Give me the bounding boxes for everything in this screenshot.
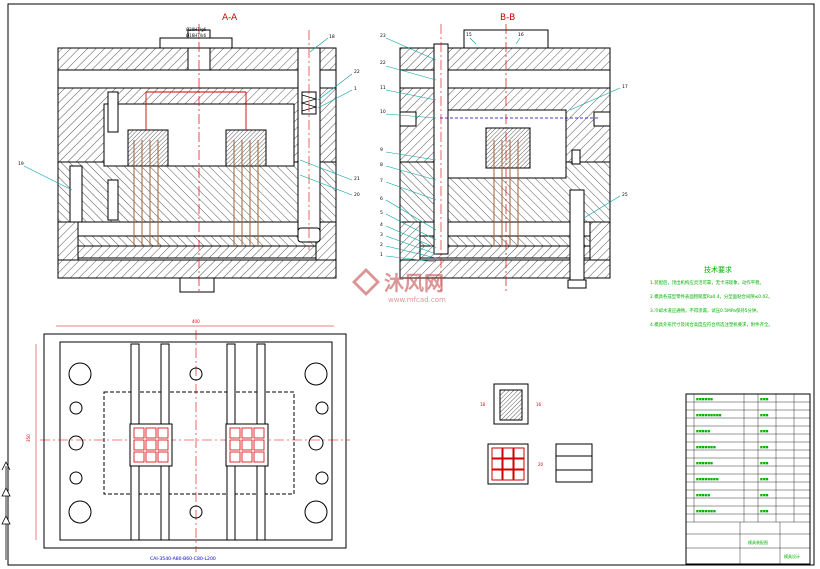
callout-b-1: 23 (380, 33, 386, 39)
callout-b-10: 7 (380, 178, 383, 184)
callout-b-17: 25 (622, 192, 628, 198)
plan-view: 400 350 CAI-3540-A80-B60-C80-L200 (26, 319, 350, 562)
svg-text:■■■: ■■■ (760, 509, 769, 513)
svg-text:■■■: ■■■ (760, 429, 769, 433)
callout-b-12: 5 (380, 210, 383, 216)
technical-requirements: 技术要求 1.装配后，顶出机构应灵活可靠，无卡滞现象，动作平稳。 2.模具各成型… (650, 265, 773, 328)
callout-b-7: 10 (380, 109, 386, 115)
svg-text:■■■■■■■■: ■■■■■■■■ (696, 477, 719, 481)
section-a-view: A-A (18, 13, 360, 293)
part-details: 18 16 20 (480, 383, 593, 485)
callout-a-3: 1 (354, 86, 357, 92)
callout-a-2: 22 (354, 69, 360, 75)
tech-title: 技术要求 (704, 265, 732, 274)
svg-text:■■■: ■■■ (760, 493, 769, 497)
title-block: ■■■■■■■■■ ■■■■■■■■■■■■ ■■■■■■■■ ■■■■■■■■… (685, 393, 811, 565)
part-dim-c: 20 (538, 462, 544, 467)
callout-b-11: 6 (380, 196, 383, 202)
svg-text:■■■■■■■: ■■■■■■■ (696, 445, 716, 449)
callout-b-5: 17 (622, 84, 628, 90)
callout-a-4: 19 (18, 161, 24, 167)
section-b-title: B-B (500, 13, 515, 23)
svg-text:■■■■■: ■■■■■ (696, 429, 710, 433)
svg-text:■■■■■■■: ■■■■■■■ (696, 509, 716, 513)
svg-text:■■■■■■: ■■■■■■ (696, 397, 713, 401)
callout-b-2: 22 (380, 60, 386, 66)
part-dim-a: 18 (480, 402, 486, 407)
callout-b-14: 3 (380, 232, 383, 238)
svg-text:■■■: ■■■ (760, 413, 769, 417)
callout-b-9: 8 (380, 162, 383, 168)
mold-base-label: CAI-3540-A80-B60-C80-L200 (150, 556, 216, 562)
callout-b-8: 9 (380, 147, 383, 153)
plan-width-dim: 400 (192, 319, 200, 324)
dim-top-2: Ø16H7/k6 (186, 33, 206, 38)
svg-text:■■■: ■■■ (760, 477, 769, 481)
svg-text:■■■■■■■■■: ■■■■■■■■■ (696, 413, 722, 417)
svg-text:■■■■■: ■■■■■ (696, 493, 710, 497)
dim-top-1: Ø20H7/g6 (186, 27, 207, 32)
tech-line-1: 1.装配后，顶出机构应灵活可靠，无卡滞现象，动作平稳。 (650, 279, 764, 286)
callout-b-6: 11 (380, 85, 386, 91)
title-block-company: 模具设计 (784, 553, 800, 559)
watermark-brand: 沐风网 (384, 271, 444, 295)
watermark-logo (352, 268, 380, 296)
tech-line-4: 4.模具外形尺寸及闭合高度应符合所选注塑机要求，附件齐全。 (650, 321, 773, 328)
svg-text:■■■: ■■■ (760, 397, 769, 401)
watermark: 沐风网 www.mfcad.com (352, 268, 446, 304)
watermark-url: www.mfcad.com (388, 296, 446, 304)
ucs-axis-icon (1, 461, 11, 560)
svg-text:■■■■■■: ■■■■■■ (696, 461, 713, 465)
callout-b-13: 4 (380, 222, 383, 228)
callout-b-4: 16 (518, 32, 524, 38)
plan-height-dim: 350 (26, 434, 31, 442)
svg-text:■■■: ■■■ (760, 461, 769, 465)
drawing-frame (7, 3, 815, 566)
callout-a-6: 20 (354, 192, 360, 198)
callout-b-15: 2 (380, 242, 383, 248)
callout-b-16: 1 (380, 252, 383, 258)
callout-b-3: 15 (466, 32, 472, 38)
section-b-view: B-B (380, 13, 628, 292)
svg-text:■■■: ■■■ (760, 445, 769, 449)
part-dim-b: 16 (536, 402, 542, 407)
title-block-name: 模具装配图 (748, 539, 768, 545)
callout-a-1: 18 (329, 34, 335, 40)
tech-line-3: 3.冷却水道应通畅，不得渗漏，试压0.5MPa保持5分钟。 (650, 307, 761, 314)
section-a-title: A-A (222, 13, 238, 23)
callout-a-5: 21 (354, 176, 360, 182)
tech-line-2: 2.模具各成型零件表面粗糙度Ra0.4，分型面贴合间隙≤0.02。 (650, 293, 772, 300)
